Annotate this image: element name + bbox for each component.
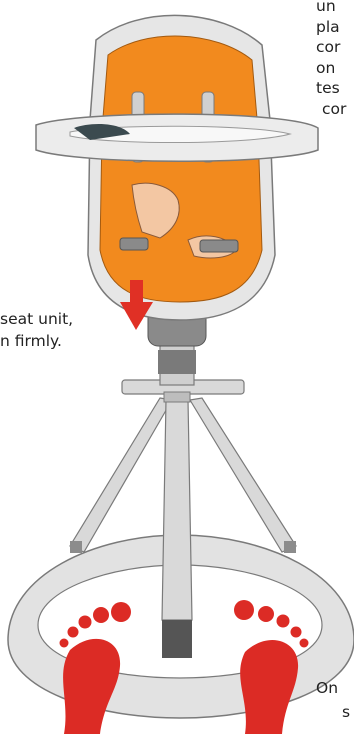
instruction-text-left-line-1: seat unit, bbox=[0, 310, 74, 328]
right-line-3: cor bbox=[316, 38, 341, 56]
red-footprints-icon bbox=[59, 600, 309, 734]
hands bbox=[119, 182, 239, 259]
right-line-6: cor bbox=[322, 99, 347, 118]
footrest bbox=[121, 379, 245, 403]
instruction-text-left-line-2: n firmly. bbox=[0, 332, 62, 350]
right-line-2: pla bbox=[316, 17, 340, 36]
instruction-text-bottom-line-1: On bbox=[316, 679, 339, 697]
tray bbox=[35, 113, 319, 162]
right-line-5: tes bbox=[316, 79, 340, 97]
seat-shell bbox=[87, 14, 276, 321]
instruction-text-bottom-line-2: s bbox=[342, 703, 351, 721]
instruction-text-right: un pla cor on tes cor bbox=[316, 0, 346, 119]
leg-joint-right bbox=[284, 541, 296, 553]
center-foot-block bbox=[162, 620, 192, 658]
red-down-arrow-icon bbox=[120, 280, 153, 330]
right-line-1: un bbox=[316, 0, 336, 15]
right-line-4: on bbox=[316, 58, 336, 77]
leg-joint-left bbox=[70, 541, 82, 553]
